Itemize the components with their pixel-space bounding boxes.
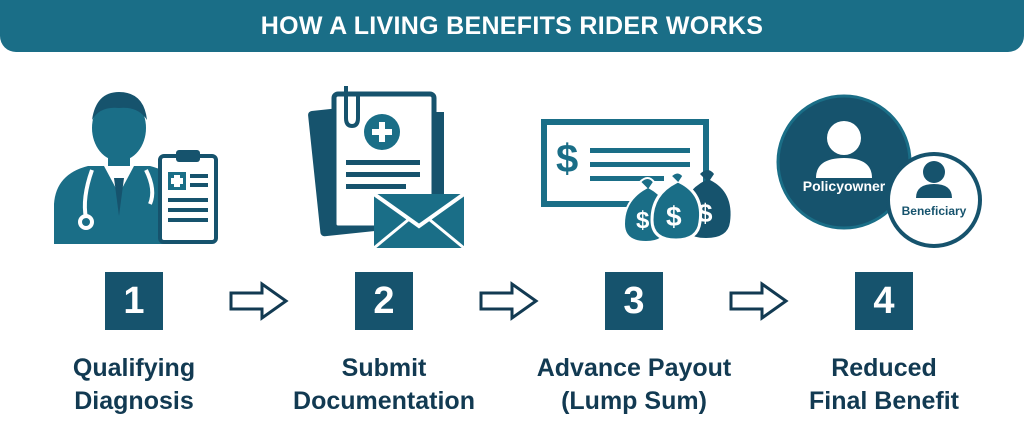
- step-3-number: 3: [605, 272, 663, 330]
- step-3-label-line1: Advance Payout: [536, 354, 732, 382]
- step-2-label-line1: Submit: [341, 354, 427, 382]
- beneficiary-label: Beneficiary: [901, 204, 967, 218]
- right-arrow-icon: [729, 281, 789, 321]
- people-icon: [776, 94, 982, 248]
- step-1-label: Qualifying Diagnosis: [19, 352, 249, 418]
- step-2-label-line2: Documentation: [293, 387, 475, 415]
- step-1-number: 1: [105, 272, 163, 330]
- step-4-label-line1: Reduced: [831, 354, 937, 382]
- step-3-label: Advance Payout (Lump Sum): [519, 352, 749, 418]
- svg-text:$: $: [556, 137, 578, 181]
- step-3-label-line2: (Lump Sum): [561, 387, 707, 415]
- documents-icon: [308, 86, 466, 250]
- step-2-number: 2: [355, 272, 413, 330]
- step-4-label: Reduced Final Benefit: [769, 352, 999, 418]
- doctor-icon: [54, 92, 218, 244]
- step-1-label-line1: Qualifying: [72, 354, 196, 382]
- step-4-number: 4: [855, 272, 913, 330]
- payout-icon: $ $ $ $: [541, 119, 731, 244]
- policyowner-label: Policyowner: [802, 178, 886, 194]
- svg-text:$: $: [636, 207, 650, 234]
- step-4-label-line2: Final Benefit: [808, 387, 959, 415]
- svg-text:$: $: [666, 201, 682, 232]
- right-arrow-icon: [229, 281, 289, 321]
- svg-text:$: $: [698, 198, 713, 228]
- step-2-label: Submit Documentation: [269, 352, 499, 418]
- step-1-label-line2: Diagnosis: [74, 387, 194, 415]
- header-banner: HOW A LIVING BENEFITS RIDER WORKS: [0, 0, 1024, 52]
- right-arrow-icon: [479, 281, 539, 321]
- page-title: HOW A LIVING BENEFITS RIDER WORKS: [260, 11, 764, 40]
